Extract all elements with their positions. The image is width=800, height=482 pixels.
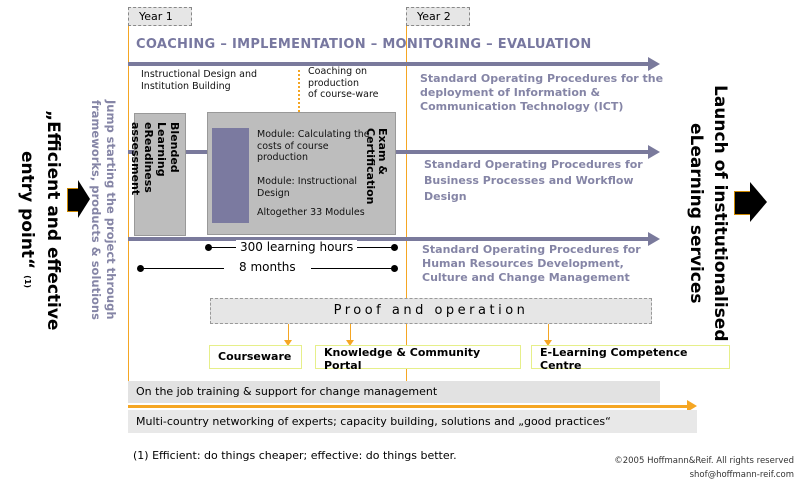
- output-centre: E-Learning Competence Centre: [531, 345, 730, 372]
- months-end-dot: [391, 265, 398, 272]
- hours-end-dot: [391, 244, 398, 251]
- year-2-label: Year 2: [406, 7, 470, 26]
- email: shof@hoffmann-reif.com: [689, 470, 794, 480]
- networking-arrow: [128, 405, 688, 408]
- year-1-label: Year 1: [128, 7, 192, 26]
- module-costs: Module: Calculating the costs of course …: [257, 129, 370, 163]
- arrow-centre: [544, 324, 552, 346]
- learning-hours: 300 learning hours: [236, 240, 358, 254]
- footnote: (1) Efficient: do things cheaper; effect…: [133, 449, 457, 462]
- hours-start-dot: [205, 244, 212, 251]
- entry-arrow-head: [78, 180, 90, 218]
- arrow-hr: [128, 232, 660, 246]
- months: 8 months: [224, 260, 311, 274]
- networking-bar: Multi-country networking of experts; cap…: [128, 410, 697, 433]
- exam-certification: Exam &Certification: [364, 128, 389, 205]
- arrow-ict: [128, 57, 660, 71]
- networking-arrow-head: [687, 400, 697, 412]
- sop-ict: Standard Operating Procedures for the de…: [420, 72, 664, 113]
- instructional-design-text: Instructional Design and Institution Bui…: [141, 69, 258, 92]
- proof-operation-box: Proof and operation: [210, 298, 652, 324]
- modules-box: Module: Calculating the costs of course …: [207, 112, 396, 235]
- year-1-line: [128, 26, 129, 402]
- output-portal: Knowledge & Community Portal: [315, 345, 521, 372]
- launch-arrow-head: [750, 182, 767, 222]
- sop-business: Standard Operating Procedures for Busine…: [424, 158, 643, 203]
- modules-total: Altogether 33 Modules: [257, 207, 365, 218]
- arrow-portal: [346, 324, 354, 346]
- phase-heading: COACHING – IMPLEMENTATION – MONITORING –…: [136, 37, 592, 52]
- copyright: ©2005 Hoffmann&Reif. All rights reserved: [614, 456, 794, 466]
- dotted-connector: [298, 70, 300, 112]
- year-2-line: [406, 26, 407, 381]
- on-job-training-bar: On the job training & support for change…: [128, 381, 660, 403]
- module-instructional: Module: Instructional Design: [257, 176, 358, 199]
- module-block: [212, 128, 249, 223]
- arrow-courseware: [284, 324, 292, 346]
- output-courseware: Courseware: [209, 345, 302, 369]
- sop-hr: Standard Operating Procedures for Human …: [422, 243, 641, 284]
